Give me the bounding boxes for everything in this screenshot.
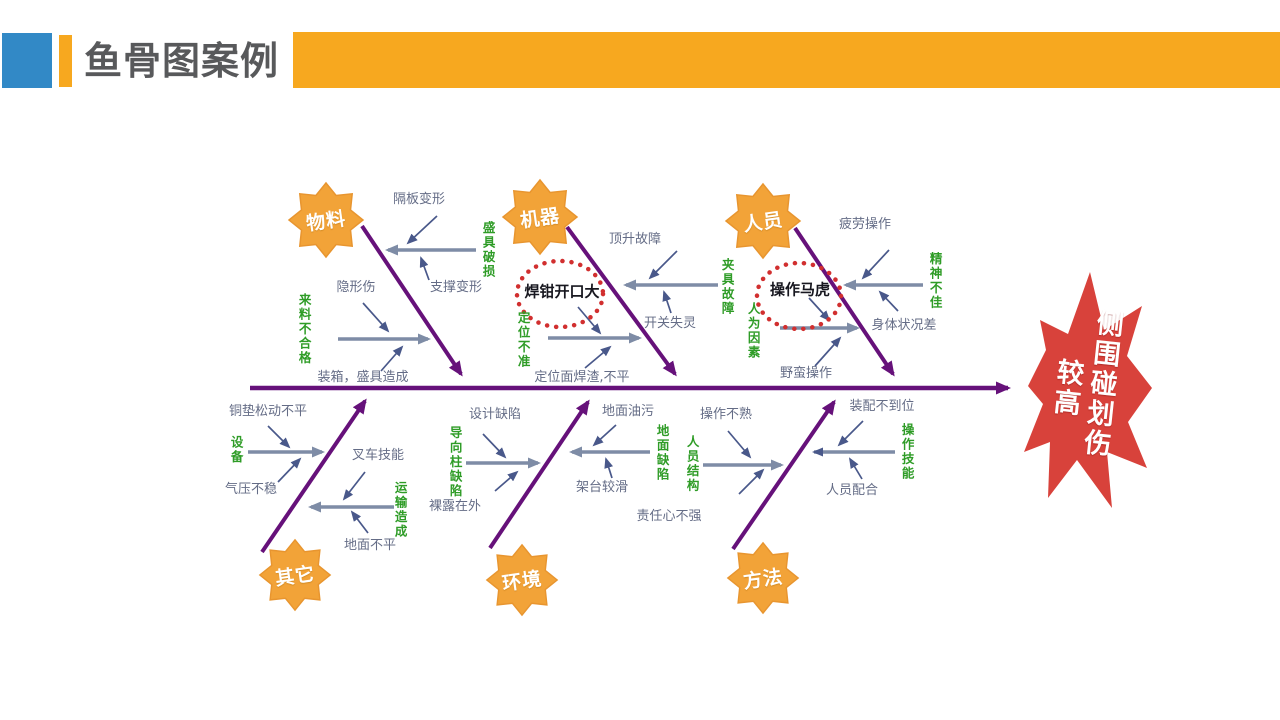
pointer-arrow — [808, 297, 831, 322]
bone-method — [731, 399, 836, 551]
cause-others-0: 铜垫松动不平 — [228, 403, 308, 419]
pointer-arrow — [861, 249, 890, 280]
effect-star — [1024, 272, 1152, 508]
category-others: 其它 — [273, 562, 317, 591]
cause-environment-4: 地面缺陷 — [654, 424, 670, 482]
cause-others-1: 设备 — [228, 435, 244, 465]
cause-environment-1: 导向柱缺陷 — [447, 425, 463, 499]
category-method: 方法 — [741, 565, 785, 594]
category-personnel: 人员 — [741, 208, 785, 237]
pointer-arrow — [662, 290, 672, 314]
bone-environment — [488, 399, 590, 550]
cause-machine-3-highlighted: 焊钳开口大 — [524, 282, 600, 301]
cause-personnel-5: 野蛮操作 — [779, 365, 833, 381]
cause-method-4: 操作技能 — [899, 423, 915, 481]
cause-machine-2: 开关失灵 — [643, 315, 697, 331]
cause-personnel-2: 身体状况差 — [871, 317, 937, 333]
cause-machine-1: 夹具故障 — [719, 258, 735, 316]
pointer-arrow — [878, 290, 899, 312]
pointer-arrow — [494, 470, 519, 492]
cause-materials-1: 盛具破损 — [480, 221, 496, 279]
title-blue-square — [2, 33, 52, 88]
cause-method-3: 装配不到位 — [849, 398, 915, 414]
pointer-arrow — [380, 345, 404, 372]
bone-personnel — [793, 226, 895, 377]
pointer-arrow — [814, 336, 842, 367]
cause-materials-3: 隐形伤 — [336, 279, 376, 295]
cause-method-1: 人员结构 — [684, 435, 700, 493]
cause-machine-5: 定位面焊渣,不平 — [534, 369, 630, 385]
cause-environment-2: 裸露在外 — [428, 498, 482, 514]
header-orange-bar — [293, 32, 1280, 88]
pointer-arrow — [648, 250, 678, 280]
pointer-arrow — [277, 457, 302, 483]
pointer-arrow — [837, 420, 864, 447]
effect-label-side: 较高 — [1047, 356, 1085, 420]
cause-materials-4: 来料不合格 — [296, 292, 312, 366]
pointer-arrow — [604, 457, 614, 479]
pointer-arrow — [727, 430, 752, 459]
cause-personnel-1: 精神不佳 — [927, 252, 943, 310]
cause-personnel-0: 疲劳操作 — [838, 216, 892, 232]
cause-machine-4: 定位不准 — [515, 311, 531, 369]
cause-materials-5: 装箱，盛具造成 — [317, 369, 409, 385]
cause-machine-0: 顶升故障 — [608, 231, 662, 247]
cause-personnel-3-highlighted: 操作马虎 — [769, 280, 831, 299]
pointer-arrow — [342, 471, 366, 501]
cause-environment-5: 架台较滑 — [575, 479, 629, 495]
bone-machine — [565, 225, 677, 377]
title-accent-bar — [59, 35, 72, 87]
cause-others-2: 气压不稳 — [224, 481, 278, 497]
cause-materials-2: 支撑变形 — [429, 279, 483, 295]
category-machine: 机器 — [518, 204, 562, 233]
cause-others-5: 地面不平 — [343, 537, 397, 553]
pointer-arrow — [350, 510, 369, 534]
highlight-circle-careless — [754, 260, 844, 332]
category-materials: 物料 — [304, 207, 348, 236]
pointer-arrow — [577, 306, 602, 335]
category-environment: 环境 — [500, 567, 544, 596]
cause-materials-0: 隔板变形 — [392, 191, 446, 207]
cause-environment-0: 设计缺陷 — [468, 406, 522, 422]
pointer-arrow — [362, 302, 390, 333]
pointer-arrow — [584, 345, 612, 369]
cause-others-4: 运输造成 — [392, 481, 408, 539]
cause-others-3: 叉车技能 — [351, 447, 405, 463]
page-title: 鱼骨图案例 — [84, 39, 280, 83]
pointer-arrow — [738, 468, 765, 495]
pointer-arrow — [482, 433, 507, 459]
highlight-circle-weld-tongs — [514, 258, 606, 330]
pointer-arrow — [267, 425, 291, 449]
pointer-arrow — [419, 256, 430, 281]
bone-materials — [360, 224, 463, 377]
cause-personnel-4: 人为因素 — [745, 302, 761, 360]
cause-environment-3: 地面油污 — [601, 403, 655, 419]
bone-others — [260, 398, 367, 554]
cause-method-2: 责任心不强 — [636, 508, 702, 524]
cause-method-5: 人员配合 — [825, 482, 879, 498]
pointer-arrow — [592, 424, 617, 447]
pointer-arrow — [406, 215, 438, 245]
pointer-arrow — [848, 457, 863, 480]
cause-method-0: 操作不熟 — [699, 406, 753, 422]
